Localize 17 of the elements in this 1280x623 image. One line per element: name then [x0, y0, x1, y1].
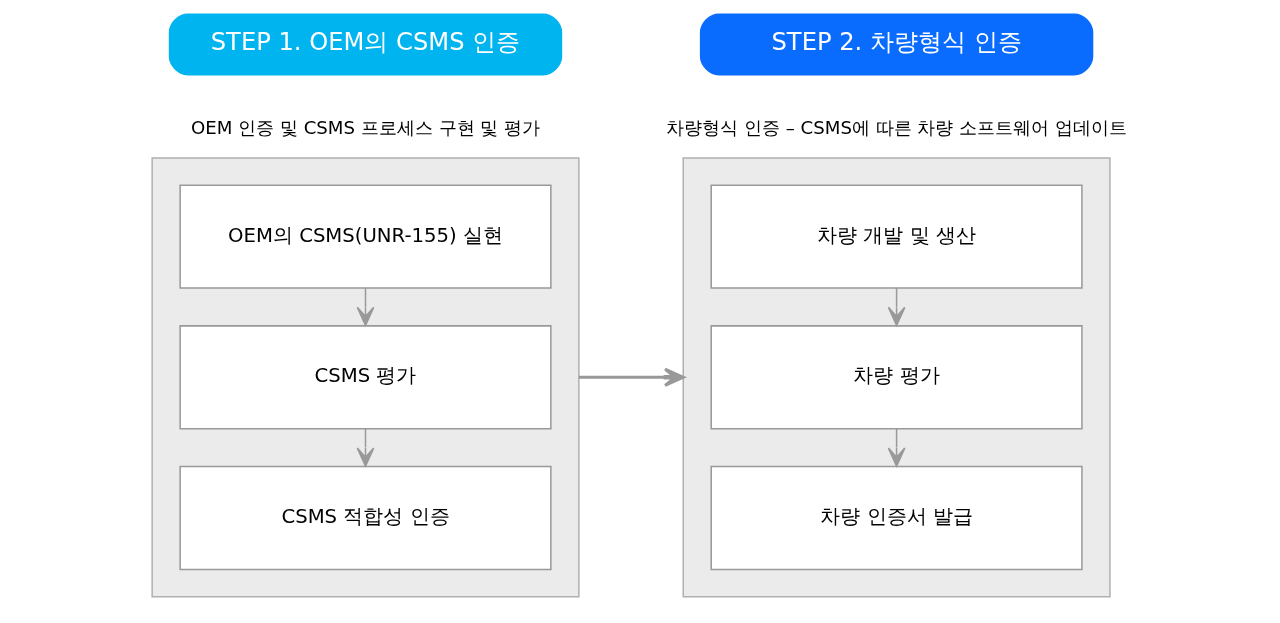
- node-box: CSMS 평가: [178, 325, 552, 430]
- arrow: [356, 428, 374, 467]
- arrow: [356, 287, 374, 327]
- node-box: CSMS 적합성 인증: [178, 465, 552, 571]
- arrow: [578, 367, 685, 387]
- node-box: 차량 개발 및 생산: [710, 184, 1083, 289]
- node-box: STEP 1. OEM의 CSMS 인증: [168, 13, 562, 76]
- node-box: 차량 평가: [710, 325, 1083, 430]
- node-label: 차량형식 인증 – CSMS에 따른 차량 소프트웨어 업데이트: [665, 116, 1127, 138]
- arrow: [887, 287, 905, 327]
- arrow: [887, 428, 905, 467]
- cluster: [150, 157, 580, 598]
- node-box: OEM의 CSMS(UNR-155) 실현: [178, 184, 552, 289]
- node-label: OEM 인증 및 CSMS 프로세스 구현 및 평가: [190, 116, 540, 138]
- node-box: 차량 인증서 발급: [710, 465, 1083, 571]
- node-box: STEP 2. 차량형식 인증: [699, 13, 1093, 76]
- cluster: [682, 157, 1111, 598]
